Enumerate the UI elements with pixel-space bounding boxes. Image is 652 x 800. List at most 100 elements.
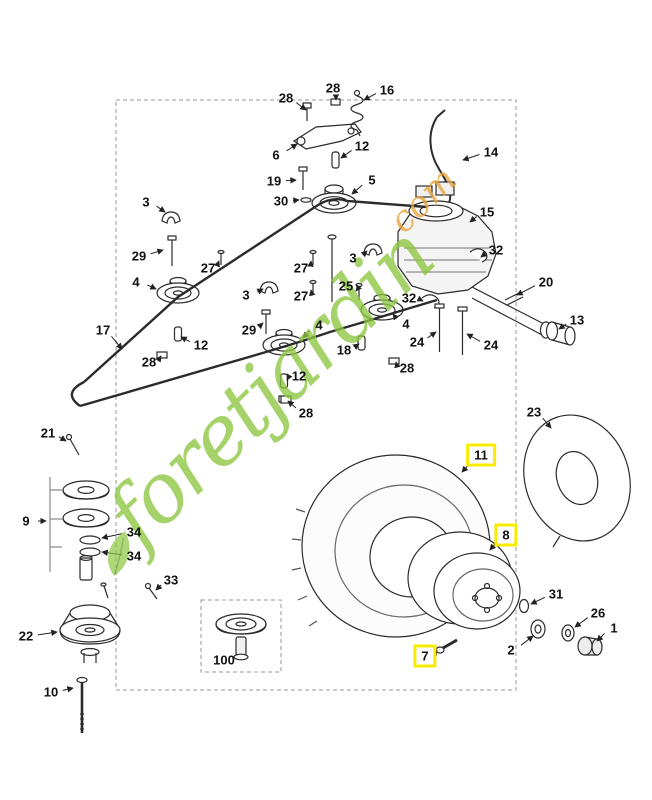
bolts-24 xyxy=(434,303,468,355)
part-label-27[interactable]: 27 xyxy=(293,260,309,276)
part-label-30[interactable]: 30 xyxy=(273,193,289,209)
part-label-16[interactable]: 16 xyxy=(379,82,395,98)
part-label-33[interactable]: 33 xyxy=(163,572,179,588)
bolt-10 xyxy=(76,676,88,733)
leader-line-25 xyxy=(355,284,363,292)
pin-18 xyxy=(357,335,366,351)
part-label-12[interactable]: 12 xyxy=(193,337,209,353)
part-label-3[interactable]: 3 xyxy=(349,250,357,266)
axle-shaft xyxy=(471,286,576,346)
part-label-4[interactable]: 4 xyxy=(402,316,410,332)
part-label-9[interactable]: 9 xyxy=(22,513,30,529)
leader-line-4 xyxy=(392,313,400,321)
part-label-25[interactable]: 25 xyxy=(338,278,354,294)
part-label-15[interactable]: 15 xyxy=(479,204,495,220)
washer-30 xyxy=(300,197,312,203)
part-label-28[interactable]: 28 xyxy=(278,90,294,106)
part-label-32[interactable]: 32 xyxy=(401,290,417,306)
stack-bracket-9 xyxy=(49,477,62,572)
washer-34-a xyxy=(79,535,101,545)
pulley-100 xyxy=(215,613,267,661)
leader-line-24 xyxy=(427,331,437,339)
part-label-29[interactable]: 29 xyxy=(241,322,257,338)
part-label-13[interactable]: 13 xyxy=(569,312,585,328)
part-label-3[interactable]: 3 xyxy=(242,287,250,303)
assembly-boundary xyxy=(115,99,517,691)
leader-line-29 xyxy=(256,322,264,330)
part-label-7[interactable]: 7 xyxy=(413,644,437,668)
part-label-32[interactable]: 32 xyxy=(488,242,504,258)
part-label-4[interactable]: 4 xyxy=(132,274,140,290)
part-label-24[interactable]: 24 xyxy=(409,334,425,350)
part-label-28[interactable]: 28 xyxy=(141,354,157,370)
part-label-100[interactable]: 100 xyxy=(213,652,235,668)
part-label-14[interactable]: 14 xyxy=(483,144,499,160)
inner-tube-23 xyxy=(523,414,631,542)
part-label-23[interactable]: 23 xyxy=(526,404,542,420)
leader-line-12 xyxy=(180,336,191,343)
part-label-5[interactable]: 5 xyxy=(368,172,376,188)
part-label-3[interactable]: 3 xyxy=(142,194,150,210)
clutch-22 xyxy=(59,604,121,663)
pin-12-top xyxy=(331,151,340,169)
line-art xyxy=(49,89,631,733)
part-label-27[interactable]: 27 xyxy=(293,288,309,304)
bolt-29-middle xyxy=(261,309,271,334)
leader-line-5 xyxy=(351,184,363,195)
part-label-6[interactable]: 6 xyxy=(272,147,280,163)
idler-pulley-4-middle xyxy=(262,328,306,403)
bolt-28-top xyxy=(302,102,312,121)
part-label-21[interactable]: 21 xyxy=(40,425,56,441)
part-label-28[interactable]: 28 xyxy=(325,80,341,96)
leader-line-26 xyxy=(574,617,589,628)
clamp-3-middle xyxy=(259,281,279,294)
part-label-29[interactable]: 29 xyxy=(131,248,147,264)
part-label-20[interactable]: 20 xyxy=(538,274,554,290)
part-label-27[interactable]: 27 xyxy=(200,260,216,276)
leader-line-30 xyxy=(292,197,300,204)
leader-line-20 xyxy=(516,285,536,296)
oring-31 xyxy=(518,598,530,614)
washer-2 xyxy=(530,619,546,639)
part-label-8[interactable]: 8 xyxy=(494,523,518,547)
pins-27 xyxy=(217,249,317,295)
part-label-28[interactable]: 28 xyxy=(399,360,415,376)
part-label-31[interactable]: 31 xyxy=(548,586,564,602)
part-label-10[interactable]: 10 xyxy=(43,684,59,700)
part-label-18[interactable]: 18 xyxy=(336,342,352,358)
washer-34-b xyxy=(79,547,101,557)
part-100-box xyxy=(200,599,282,673)
part-label-11[interactable]: 11 xyxy=(466,443,496,467)
part-label-34[interactable]: 34 xyxy=(126,524,142,540)
part-label-12[interactable]: 12 xyxy=(291,368,307,384)
leader-line-4 xyxy=(147,283,157,290)
part-label-28[interactable]: 28 xyxy=(298,405,314,421)
part-label-19[interactable]: 19 xyxy=(266,173,282,189)
part-label-17[interactable]: 17 xyxy=(95,322,111,338)
leader-line-18 xyxy=(352,343,360,350)
stud-25 xyxy=(355,282,363,300)
part-label-2[interactable]: 2 xyxy=(507,642,515,658)
leader-line-3 xyxy=(256,288,264,295)
part-label-34[interactable]: 34 xyxy=(126,548,142,564)
leader-line-12 xyxy=(286,373,293,381)
leader-line-15 xyxy=(469,215,477,223)
leader-line-23 xyxy=(542,417,552,429)
bolt-21 xyxy=(65,433,80,456)
nut-28-bottom xyxy=(280,395,292,404)
part-label-26[interactable]: 26 xyxy=(590,605,606,621)
nut-28-right xyxy=(388,357,400,365)
hub-13 xyxy=(545,321,576,346)
leader-line-24 xyxy=(466,333,481,342)
part-label-24[interactable]: 24 xyxy=(483,337,499,353)
part-label-1[interactable]: 1 xyxy=(610,620,618,636)
part-label-22[interactable]: 22 xyxy=(18,628,34,644)
leader-line-16 xyxy=(363,93,377,101)
leader-line-29 xyxy=(150,248,164,255)
leader-line-28 xyxy=(155,355,162,363)
part-label-12[interactable]: 12 xyxy=(354,138,370,154)
leader-line-27 xyxy=(213,260,220,268)
part-label-4[interactable]: 4 xyxy=(315,317,323,333)
bolt-19 xyxy=(298,166,308,190)
